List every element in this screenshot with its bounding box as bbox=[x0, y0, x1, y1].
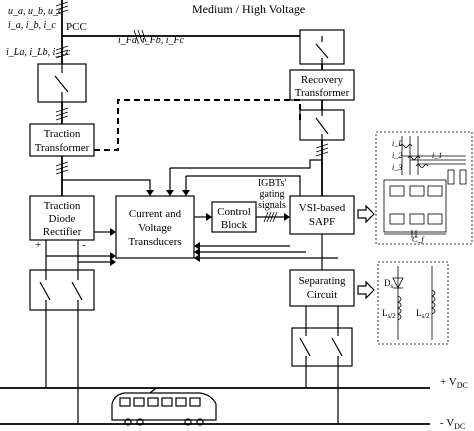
inset-l-left-label: Ls/2 bbox=[382, 308, 396, 320]
supply-title: Medium / High Voltage bbox=[192, 2, 305, 16]
separating-label-2: Circuit bbox=[307, 289, 338, 301]
sapf-label-2: SAPF bbox=[309, 216, 335, 228]
traction-transformer-block: Traction Transformer bbox=[29, 123, 95, 157]
measurement-wires-left bbox=[46, 228, 116, 266]
inset-l-right-label: Ls/2 bbox=[416, 308, 430, 320]
rectifier-minus-sign: - bbox=[82, 239, 86, 251]
inset-diode-label: Ds bbox=[384, 278, 394, 290]
dashed-link bbox=[94, 99, 301, 151]
arrowhead bbox=[284, 213, 290, 221]
rectifier-label-2: Diode bbox=[49, 213, 76, 225]
filter-currents-label: i_Fa, i_Fb, i_Fc bbox=[118, 35, 185, 46]
recovery-transformer-label-1: Recovery bbox=[301, 74, 344, 86]
separator-inset: Ds Ls/2 Ls/2 bbox=[377, 261, 449, 345]
inset-current-il: i_L bbox=[392, 139, 403, 148]
load-currents-label: i_La, i_Lb, i_Lc bbox=[6, 47, 71, 58]
supply-currents-label: i_a, i_b, i_c bbox=[8, 20, 56, 31]
sapf-breaker-switch bbox=[299, 109, 345, 141]
dc-minus-label: - VDC bbox=[440, 417, 465, 431]
dc-breaker-left bbox=[29, 269, 95, 311]
inset-current-i3: i_3 bbox=[392, 163, 402, 172]
rectifier-label-1: Traction bbox=[44, 200, 81, 212]
measurement-wires-top bbox=[62, 159, 322, 196]
main-feeder bbox=[55, 0, 323, 64]
inset-cf-label: C_f bbox=[412, 235, 425, 244]
arrowhead bbox=[206, 213, 212, 221]
igbt-label-1: IGBTs' bbox=[258, 178, 287, 189]
traction-transformer-label-1: Traction bbox=[44, 128, 81, 140]
control-label-2: Block bbox=[221, 219, 248, 231]
measurement-wires-right bbox=[194, 242, 338, 262]
separating-label-1: Separating bbox=[298, 275, 346, 287]
control-block: Control Block bbox=[211, 201, 257, 233]
dc-breaker-right bbox=[291, 327, 353, 367]
igbt-label-3: signals bbox=[258, 200, 286, 211]
inductor-right-icon bbox=[431, 289, 436, 315]
rectifier-label-3: Rectifier bbox=[43, 226, 82, 238]
transducers-block: Current and Voltage Transducers bbox=[115, 195, 195, 259]
transducers-label-1: Current and bbox=[129, 208, 182, 220]
inductor-left-icon bbox=[397, 295, 402, 321]
inverter-inset: i_L i_2 i_3 i_1 C_f bbox=[375, 131, 473, 245]
arrow-to-inverter-inset bbox=[357, 204, 375, 224]
dc-plus-label: + VDC bbox=[440, 376, 468, 390]
igbt-label-2: gating bbox=[260, 189, 285, 200]
sapf-block: VSI-based SAPF bbox=[289, 195, 355, 235]
feeder-segment-2 bbox=[55, 156, 69, 196]
main-breaker-switch bbox=[37, 63, 87, 103]
pcc-label: PCC bbox=[66, 21, 87, 33]
transducers-label-2: Voltage bbox=[138, 222, 172, 234]
rectifier-plus-sign: + bbox=[35, 239, 41, 251]
arrow-to-separator-inset bbox=[357, 280, 375, 300]
control-label-1: Control bbox=[217, 206, 251, 218]
recovery-transformer-label-2: Transformer bbox=[295, 87, 350, 99]
sapf-label-1: VSI-based bbox=[299, 202, 346, 214]
traction-transformer-label-2: Transformer bbox=[35, 142, 90, 154]
gating-bus-slashes bbox=[263, 211, 278, 223]
sapf-feeder bbox=[315, 140, 329, 196]
inverter-inset-currents: i_L i_2 i_3 i_1 C_f bbox=[392, 139, 442, 244]
feeder-segment bbox=[55, 102, 69, 124]
inset-current-i2: i_2 bbox=[392, 151, 402, 160]
transducers-label-3: Transducers bbox=[128, 236, 181, 248]
recovery-transformer-block: Recovery Transformer bbox=[289, 69, 355, 101]
recovery-breaker-switch bbox=[299, 29, 345, 65]
diode-icon bbox=[392, 277, 404, 289]
supply-voltages-label: u_a, u_b, u_c bbox=[8, 6, 63, 17]
train-icon bbox=[111, 387, 217, 426]
traction-rectifier-block: Traction Diode Rectifier + - bbox=[29, 195, 95, 251]
separating-circuit-block: Separating Circuit bbox=[289, 269, 355, 307]
inset-current-i1: i_1 bbox=[432, 151, 442, 160]
